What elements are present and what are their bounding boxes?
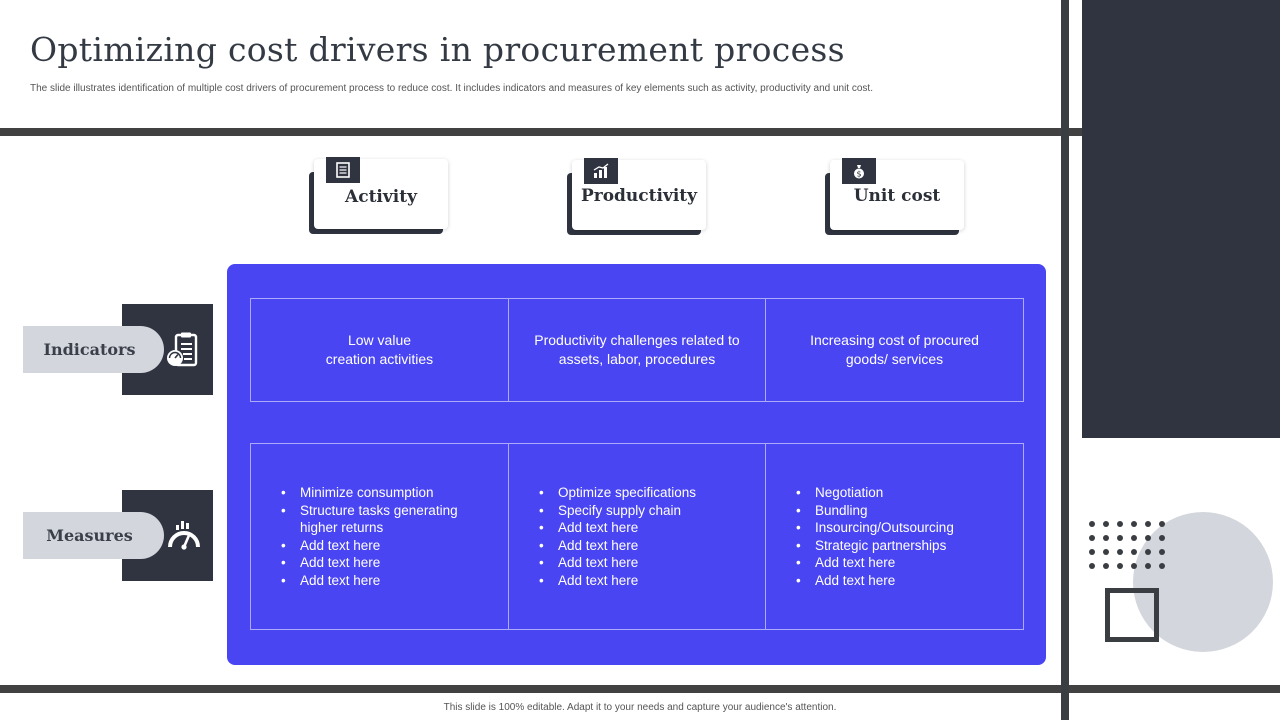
column-header-activity: Activity — [314, 157, 448, 229]
right-vertical-divider — [1061, 0, 1069, 720]
column-label-activity: Activity — [345, 187, 417, 207]
measure-cell-productivity: Optimize specifications Specify supply c… — [509, 444, 766, 629]
decor-dot — [1159, 549, 1165, 555]
list-item: Add text here — [279, 537, 498, 555]
growth-chart-icon — [584, 158, 618, 184]
decor-dot — [1117, 521, 1123, 527]
decor-dot — [1159, 521, 1165, 527]
list-item: Add text here — [537, 519, 755, 537]
decor-dot — [1103, 549, 1109, 555]
row-label-measures: Measures — [23, 512, 164, 559]
decor-dot — [1103, 535, 1109, 541]
decor-dot — [1117, 535, 1123, 541]
decor-square — [1105, 588, 1159, 642]
list-item: Add text here — [794, 572, 1013, 590]
money-bag-icon: $ — [842, 158, 876, 184]
list-item: Specify supply chain — [537, 502, 755, 520]
list-item: Add text here — [537, 572, 755, 590]
slide-title: Optimizing cost drivers in procurement p… — [30, 30, 845, 69]
decor-dot — [1117, 549, 1123, 555]
list-item: Add text here — [537, 537, 755, 555]
list-item: Negotiation — [794, 484, 1013, 502]
column-label-unit-cost: Unit cost — [853, 186, 941, 206]
bottom-divider — [0, 685, 1280, 693]
list-item: Insourcing/Outsourcing — [794, 519, 1013, 537]
indicator-cell-productivity: Productivity challenges related to asset… — [509, 299, 766, 401]
indicators-grid: Low value creation activities Productivi… — [250, 298, 1024, 402]
right-dark-panel — [1082, 0, 1280, 438]
row-label-indicators: Indicators — [23, 326, 164, 373]
speedometer-icon — [167, 521, 201, 556]
decor-dot — [1145, 521, 1151, 527]
list-item: Minimize consumption — [279, 484, 498, 502]
list-item: Bundling — [794, 502, 1013, 520]
list-item: Strategic partnerships — [794, 537, 1013, 555]
indicator-cell-unit-cost: Increasing cost of procured goods/ servi… — [810, 332, 979, 367]
slide-footer: This slide is 100% editable. Adapt it to… — [443, 702, 837, 713]
measure-cell-unit-cost: Negotiation Bundling Insourcing/Outsourc… — [766, 444, 1023, 629]
decor-dot — [1145, 549, 1151, 555]
slide-subtitle: The slide illustrates identification of … — [30, 83, 873, 94]
decor-dot — [1089, 549, 1095, 555]
list-item: Structure tasks generating higher return… — [279, 502, 498, 537]
decor-dot — [1117, 563, 1123, 569]
decor-dot — [1159, 535, 1165, 541]
decor-dot — [1089, 521, 1095, 527]
top-divider — [0, 128, 1280, 136]
decor-dot — [1103, 563, 1109, 569]
decor-dot-grid — [1089, 521, 1169, 571]
column-header-unit-cost: $ Unit cost — [830, 158, 964, 230]
list-item: Add text here — [537, 554, 755, 572]
decor-dot — [1131, 535, 1137, 541]
decor-dot — [1145, 535, 1151, 541]
decor-dot — [1089, 563, 1095, 569]
clipboard-gauge-icon — [166, 332, 200, 373]
column-label-productivity: Productivity — [580, 186, 698, 206]
decor-dot — [1145, 563, 1151, 569]
document-icon — [326, 157, 360, 183]
measure-cell-activity: Minimize consumption Structure tasks gen… — [251, 444, 509, 629]
decor-dot — [1103, 521, 1109, 527]
measures-grid: Minimize consumption Structure tasks gen… — [250, 443, 1024, 630]
svg-text:$: $ — [856, 170, 861, 179]
list-item: Add text here — [279, 572, 498, 590]
decor-dot — [1089, 535, 1095, 541]
list-item: Optimize specifications — [537, 484, 755, 502]
list-item: Add text here — [279, 554, 498, 572]
indicator-cell-activity: Low value creation activities — [251, 299, 509, 401]
list-item: Add text here — [794, 554, 1013, 572]
decor-dot — [1159, 563, 1165, 569]
decor-dot — [1131, 563, 1137, 569]
decor-dot — [1131, 521, 1137, 527]
cost-driver-panel: Low value creation activities Productivi… — [227, 264, 1046, 665]
column-header-productivity: Productivity — [572, 158, 706, 230]
decor-dot — [1131, 549, 1137, 555]
